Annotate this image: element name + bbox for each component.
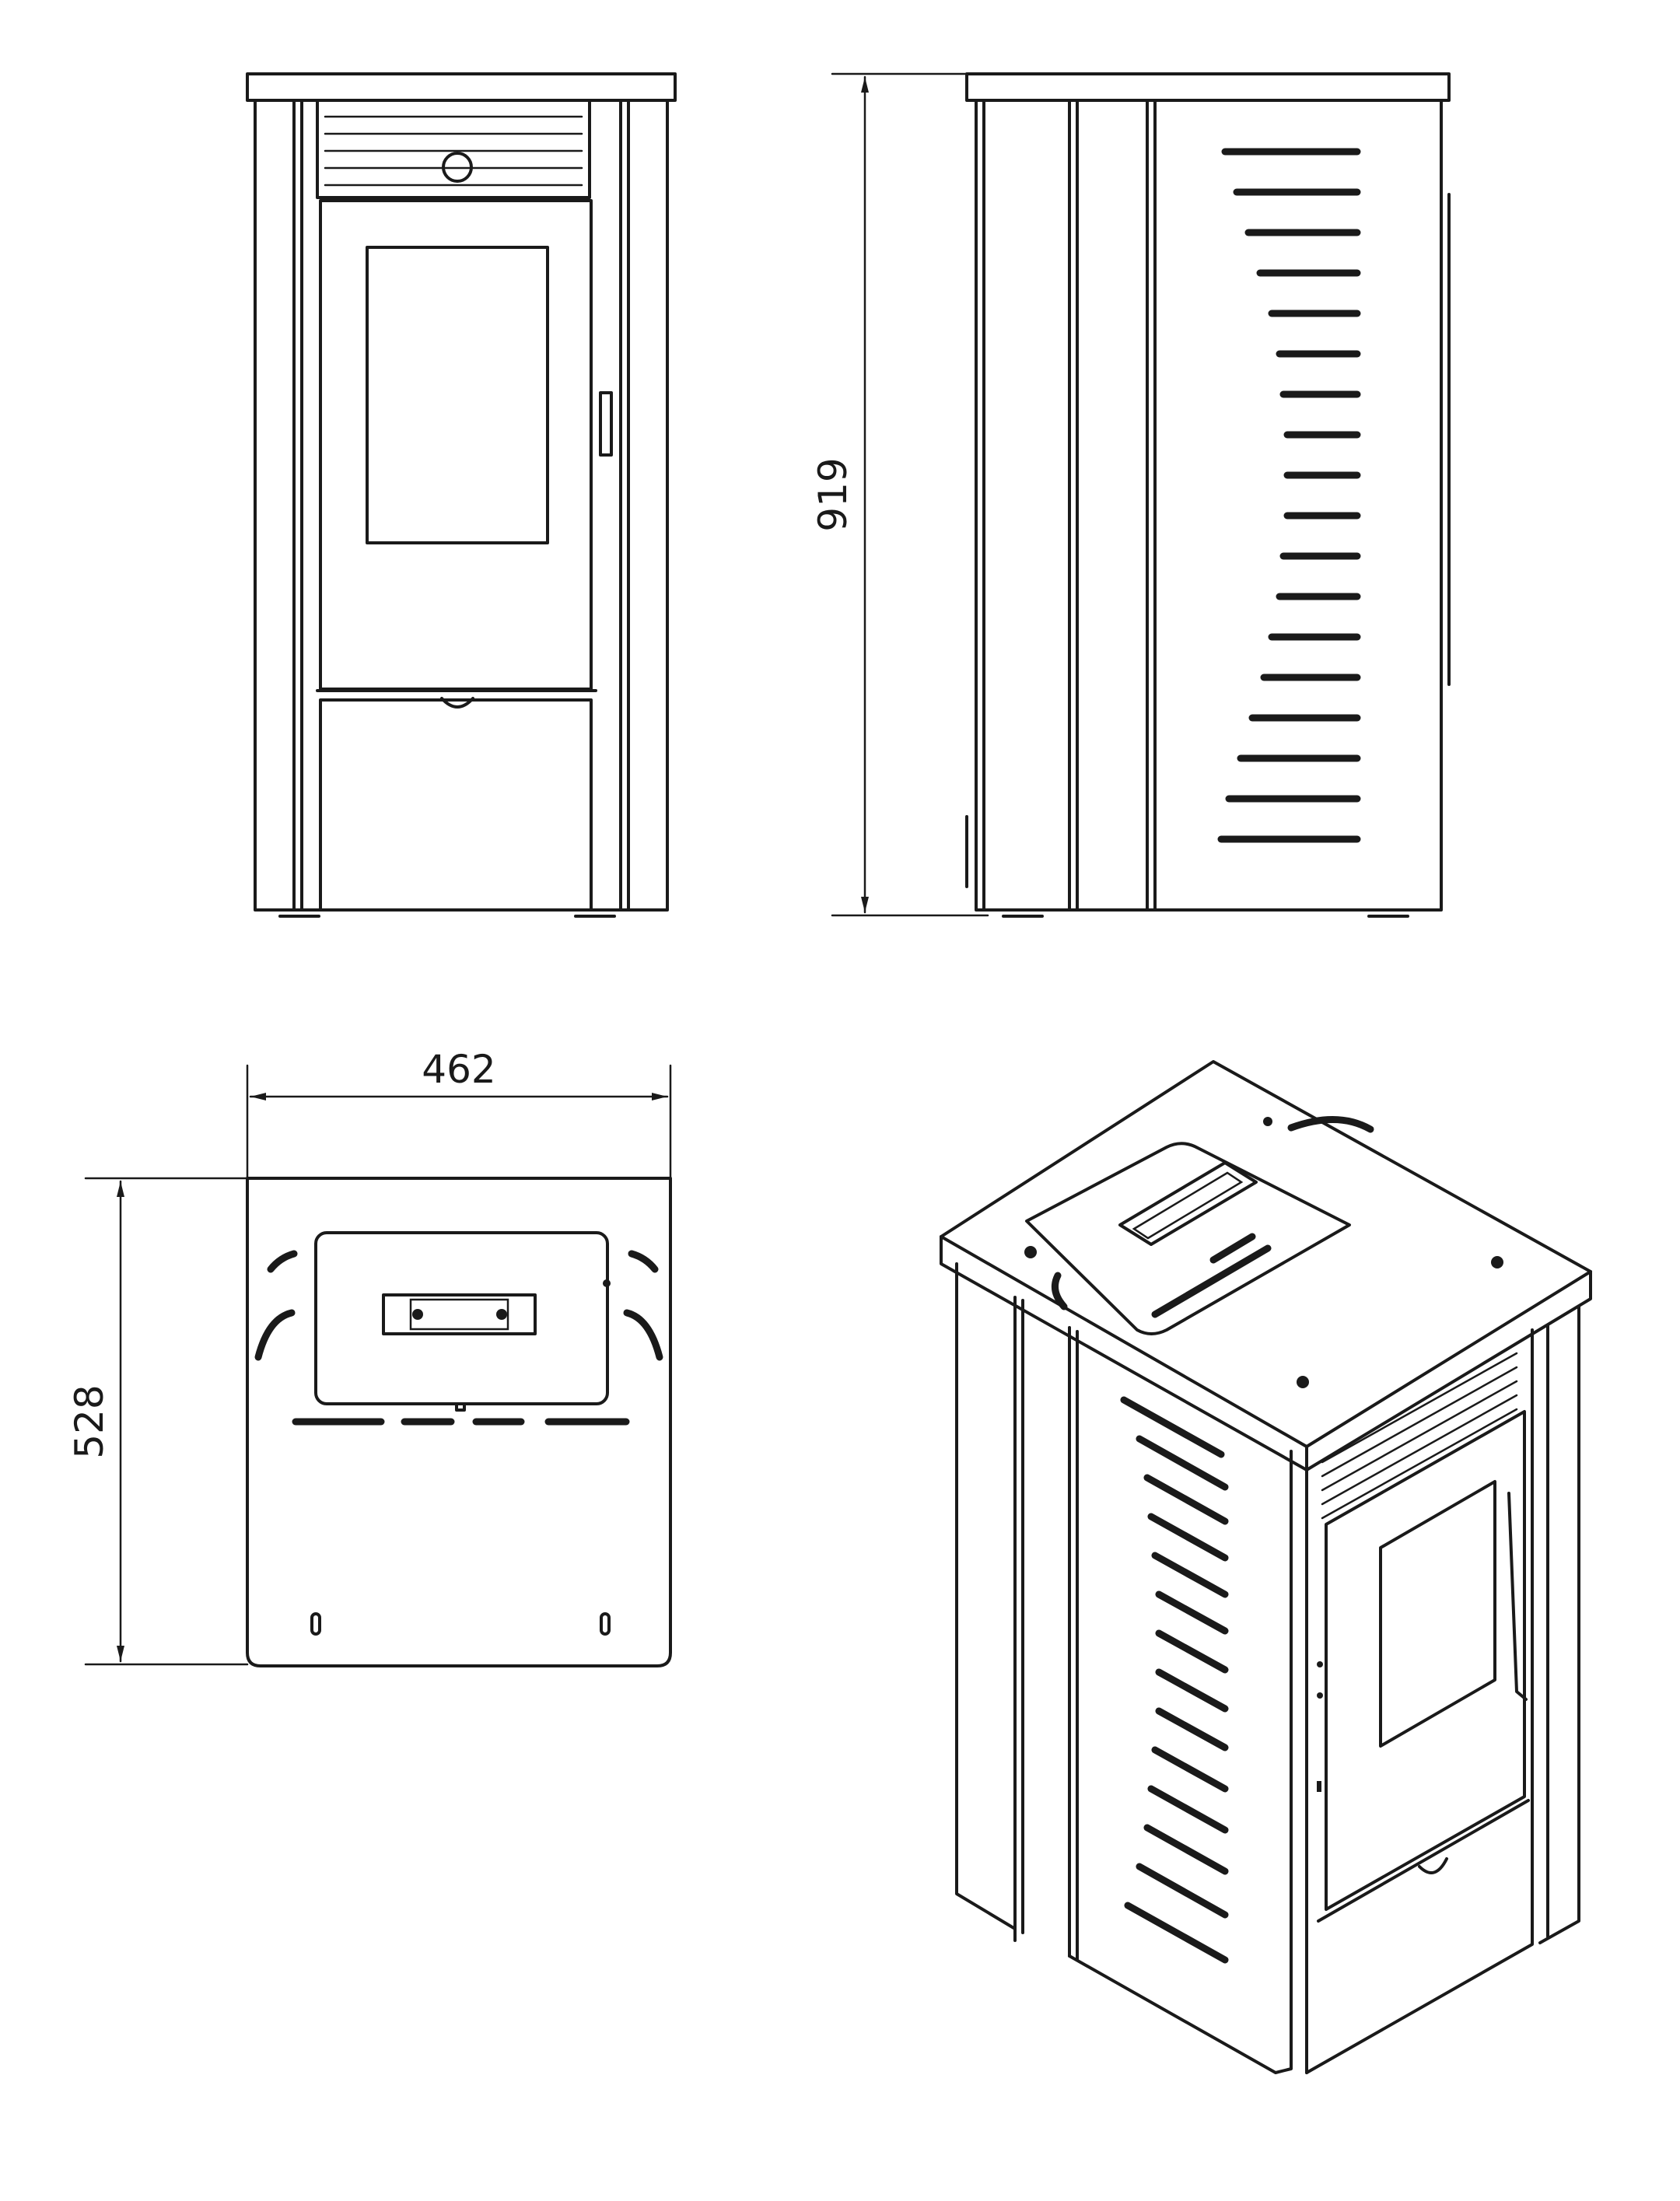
iso-front [1305,1305,1580,2074]
door-handle-icon [599,391,613,457]
depth-label: 528 [67,1384,112,1458]
iso-lid [1025,1142,1351,1335]
isometric-view [940,1060,1592,2074]
top-pellet-opening [382,1293,537,1335]
width-dimension: 462 [246,1047,672,1184]
iso-door-glass [1379,1480,1496,1748]
ash-drawer [319,698,593,912]
front-grille [316,99,591,199]
iso-door [1325,1410,1526,1911]
height-dimension: 919 [810,72,989,917]
side-view [965,72,1451,918]
front-view [246,72,677,918]
depth-dimension: 528 [67,1177,249,1666]
width-label: 462 [422,1047,495,1092]
iso-vent-slots [1120,1396,1229,1964]
iso-grille [1321,1352,1518,1520]
top-view [246,1177,672,1667]
door-glass [366,246,549,544]
front-door [316,199,613,709]
side-vent-slots [1217,148,1361,843]
top-lid [314,1231,609,1405]
height-label: 919 [810,457,856,531]
iso-left-side [955,1262,1293,2074]
top-vent-slots [254,1250,663,1426]
